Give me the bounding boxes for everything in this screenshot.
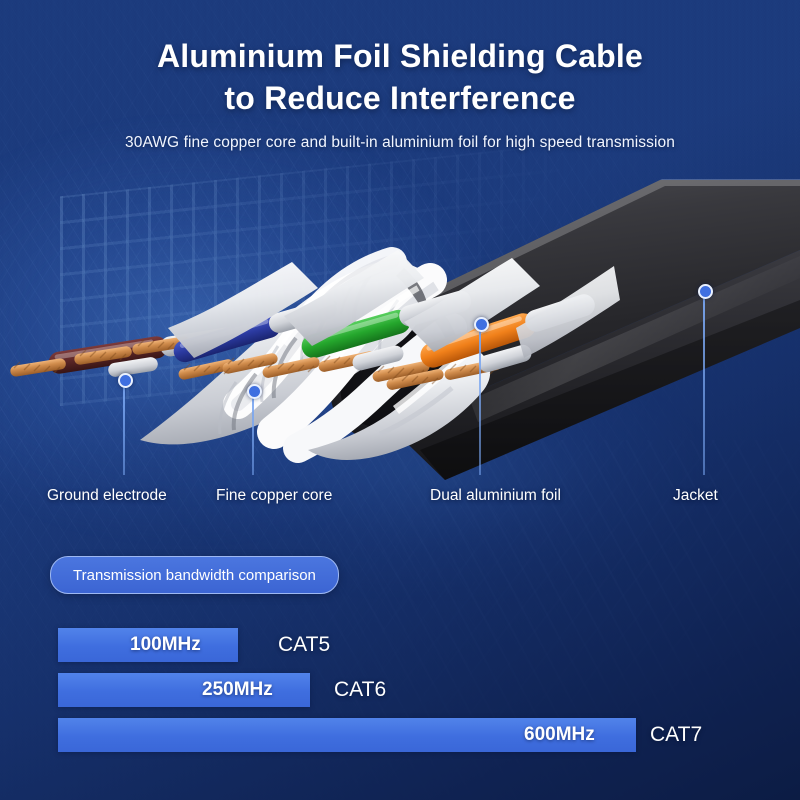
page-title-line-1: Aluminium Foil Shielding Cable	[156, 38, 643, 74]
bar-cat5	[58, 628, 238, 662]
callout-line-jacket	[703, 294, 705, 475]
bar-value-cat5: 100MHz	[130, 634, 201, 655]
copper-strands-brown	[10, 336, 190, 377]
bar-cat7	[58, 718, 636, 752]
callout-line-ground-electrode	[123, 383, 125, 475]
bar-value-cat7: 600MHz	[524, 724, 595, 745]
callout-label-ground-electrode: Ground electrode	[47, 487, 167, 504]
section-pill-label: Transmission bandwidth comparison	[73, 566, 316, 584]
bar-category-cat5: CAT5	[278, 633, 331, 656]
callout-dot-dual-aluminium-foil	[474, 317, 489, 332]
callout-dot-ground-electrode	[118, 373, 133, 388]
bandwidth-bar-chart: 100MHz CAT5 250MHz CAT6 600MHz CAT7	[0, 618, 800, 778]
callout-dot-jacket	[698, 284, 713, 299]
callout-line-fine-copper-core	[252, 394, 254, 475]
copper-strands-blue	[178, 353, 278, 380]
page-title-line-2: to Reduce Interference	[224, 79, 576, 116]
bar-value-cat6: 250MHz	[202, 679, 273, 700]
cable-illustration	[0, 150, 800, 480]
bar-row-cat6: 250MHz CAT6	[0, 673, 800, 707]
callout-label-dual-aluminium-foil: Dual aluminium foil	[430, 487, 561, 504]
bar-category-cat7: CAT7	[650, 723, 703, 746]
bar-row-cat5: 100MHz CAT5	[0, 628, 800, 662]
section-pill-bandwidth-comparison: Transmission bandwidth comparison	[50, 556, 339, 594]
page-subtitle: 30AWG fine copper core and built-in alum…	[125, 134, 675, 151]
callout-label-jacket: Jacket	[673, 487, 718, 504]
callout-label-fine-copper-core: Fine copper core	[216, 487, 333, 504]
page-title: Aluminium Foil Shielding Cable to Reduce…	[0, 36, 800, 119]
bar-row-cat7: 600MHz CAT7	[0, 718, 800, 752]
callout-dot-fine-copper-core	[247, 384, 262, 399]
bar-cat6	[58, 673, 310, 707]
callout-line-dual-aluminium-foil	[479, 327, 481, 475]
bar-category-cat6: CAT6	[334, 678, 387, 701]
foil-sleeves	[168, 250, 620, 358]
